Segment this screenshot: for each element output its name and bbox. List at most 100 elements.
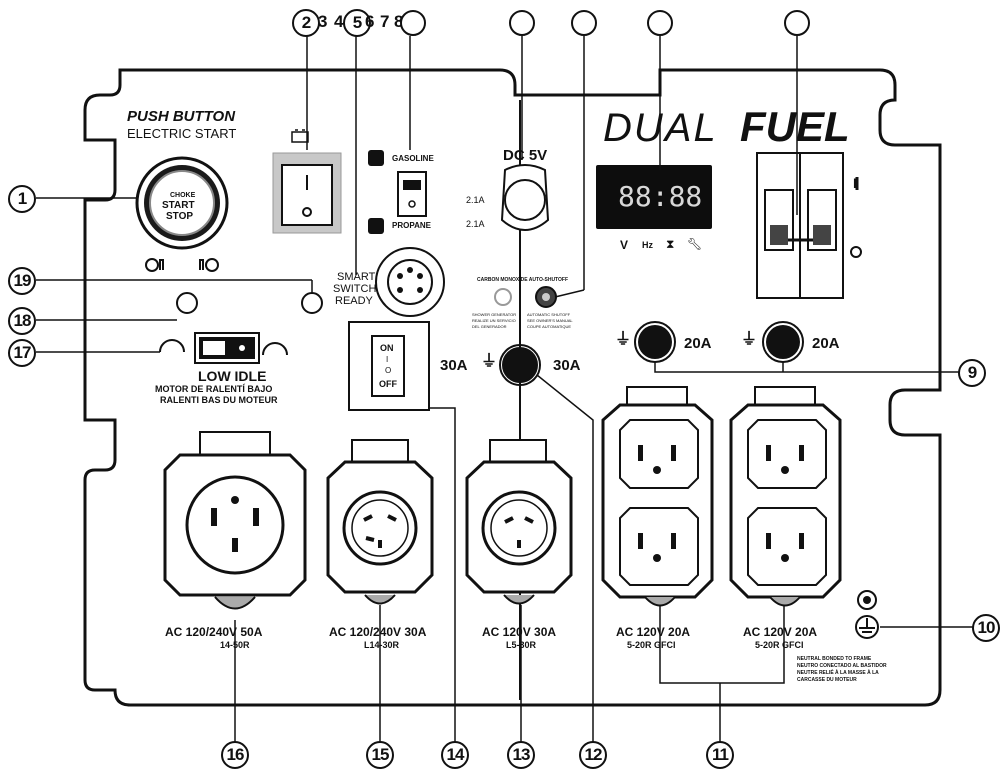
outlet-gfci2-line1: AC 120V 20A xyxy=(743,625,818,639)
smart-switch-label-1: SMART xyxy=(337,271,376,283)
smart-switch-label-2: SWITCH xyxy=(333,283,377,295)
callout-15: 15 xyxy=(366,741,394,769)
outlet-50a-line1: AC 120/240V 50A xyxy=(165,625,263,639)
callout-7: 7 xyxy=(380,12,390,31)
outlet-50a-line2: 14-50R xyxy=(220,640,250,650)
maintenance-indicator xyxy=(301,292,323,314)
brand-dual: DUAL xyxy=(603,106,718,150)
callout-14: 14 xyxy=(441,741,469,769)
start-button-text-1: CHOKE xyxy=(170,192,196,199)
outlet-gfci-2 xyxy=(729,386,842,607)
outlet-l530-line1: AC 120V 30A xyxy=(482,625,557,639)
speedometer-icon xyxy=(159,339,185,353)
onoff-o: O xyxy=(385,366,392,375)
rv-breaker xyxy=(502,347,538,383)
low-idle-title: LOW IDLE xyxy=(198,368,267,384)
usb-amp-2: 2.1A xyxy=(466,219,485,229)
outlet-l5-30r xyxy=(465,439,573,605)
battery-icon xyxy=(291,129,309,143)
outlet-gfci1-line1: AC 120V 20A xyxy=(616,625,691,639)
callout-16: 16 xyxy=(221,741,249,769)
onoff-off: OFF xyxy=(379,379,397,389)
outlet-l14-30r xyxy=(326,439,434,605)
callout-13: 13 xyxy=(507,741,535,769)
callout-empty-e xyxy=(784,10,810,36)
rv-amp-left: 30A xyxy=(440,357,468,374)
callout-3: 3 xyxy=(318,12,328,31)
co-sub-left-1: SHOWER GENERATOR xyxy=(472,312,517,317)
propane-label: PROPANE xyxy=(392,221,431,230)
callout-11: 11 xyxy=(706,741,734,769)
gfci-breaker-1 xyxy=(638,325,672,359)
meter-display: 88:88 xyxy=(618,180,703,213)
plug-icon: ⏚ xyxy=(481,353,498,370)
plug-icon-2: ⏚ xyxy=(615,331,632,348)
co-sub-right-1: AUTOMATIC SHUTOFF xyxy=(527,312,571,317)
outlet-gfci1-line2: 5-20R GFCI xyxy=(627,640,676,650)
ground-icon xyxy=(855,590,879,639)
wrench-icon: 🔧︎ xyxy=(687,237,703,251)
meter-v: V xyxy=(620,238,629,252)
callout-4: 4 xyxy=(334,12,344,31)
outlet-gfci2-line2: 5-20R GFCI xyxy=(755,640,804,650)
start-button-text-2: START xyxy=(162,200,195,211)
gasoline-icon xyxy=(368,150,384,166)
co-sub-left-3: DEL GENERADOR xyxy=(472,324,507,329)
gfci-amp-1: 20A xyxy=(684,335,712,352)
outlet-l530-line2: L5-30R xyxy=(506,640,537,650)
neutral-text-4: CARCASSE DU MOTEUR xyxy=(797,677,857,683)
callout-19: 19 xyxy=(8,267,36,295)
speedometer-icon-2 xyxy=(262,342,288,356)
outlet-l1430-line1: AC 120/240V 30A xyxy=(329,625,427,639)
outlet-gfci-1 xyxy=(601,386,714,607)
battery-indicator xyxy=(176,292,198,314)
rv-amp-right: 30A xyxy=(553,357,581,374)
hourglass-icon: ⧗ xyxy=(666,237,675,251)
callout-1: 1 xyxy=(8,185,36,213)
onoff-switch xyxy=(371,335,405,397)
breaker-on-label: I xyxy=(853,175,857,191)
neutral-text-2: NEUTRO CONECTADO AL BASTIDOR xyxy=(797,663,887,669)
low-idle-fr: RALENTI BAS DU MOTEUR xyxy=(160,395,278,405)
outlet-l1430-line2: L14-30R xyxy=(364,640,400,650)
callout-5: 5 xyxy=(343,9,371,37)
callout-6: 6 xyxy=(365,12,375,31)
hand-icon xyxy=(145,258,219,272)
fuel-switch xyxy=(397,171,427,217)
low-idle-es: MOTOR DE RALENTÍ BAJO xyxy=(155,384,273,394)
callout-9: 9 xyxy=(958,359,986,387)
callout-empty-b xyxy=(509,10,535,36)
meter-hz: Hz xyxy=(642,240,653,250)
usb-amp-1: 2.1A xyxy=(466,195,485,205)
smart-switch-label-3: READY xyxy=(335,295,373,307)
callout-8: 8 xyxy=(394,12,404,31)
callout-empty-c xyxy=(571,10,597,36)
callout-12: 12 xyxy=(579,741,607,769)
callout-leaders xyxy=(36,36,976,745)
gasoline-label: GASOLINE xyxy=(392,154,434,163)
brand-fuel: FUEL xyxy=(740,103,850,150)
neutral-text-3: NEUTRE RELIÉ À LA MASSE À LA xyxy=(797,670,879,676)
push-button-subtitle: ELECTRIC START xyxy=(127,126,237,141)
onoff-on: ON xyxy=(380,343,394,353)
outlet-14-50r xyxy=(163,431,307,610)
co-sub-right-3: COUPE AUTOMATIQUE xyxy=(527,324,572,329)
dc-label: DC 5V xyxy=(503,147,548,164)
gfci-breaker-2 xyxy=(766,325,800,359)
digital-meter xyxy=(596,165,712,229)
co-label: CARBON MONOXIDE AUTO-SHUTOFF xyxy=(477,277,569,283)
callout-empty-d xyxy=(647,10,673,36)
callout-18: 18 xyxy=(8,307,36,335)
callout-empty-a xyxy=(400,10,426,36)
start-button-text-3: STOP xyxy=(166,211,194,222)
neutral-text-1: NEUTRAL BONDED TO FRAME xyxy=(797,656,872,662)
onoff-i: I xyxy=(386,355,389,364)
co-indicator-left xyxy=(494,288,512,306)
push-button-title: PUSH BUTTON xyxy=(127,108,236,125)
callout-17: 17 xyxy=(8,339,36,367)
panel-outline xyxy=(83,68,942,707)
start-button-graphic xyxy=(135,156,229,250)
plug-icon-3: ⏚ xyxy=(741,331,758,348)
